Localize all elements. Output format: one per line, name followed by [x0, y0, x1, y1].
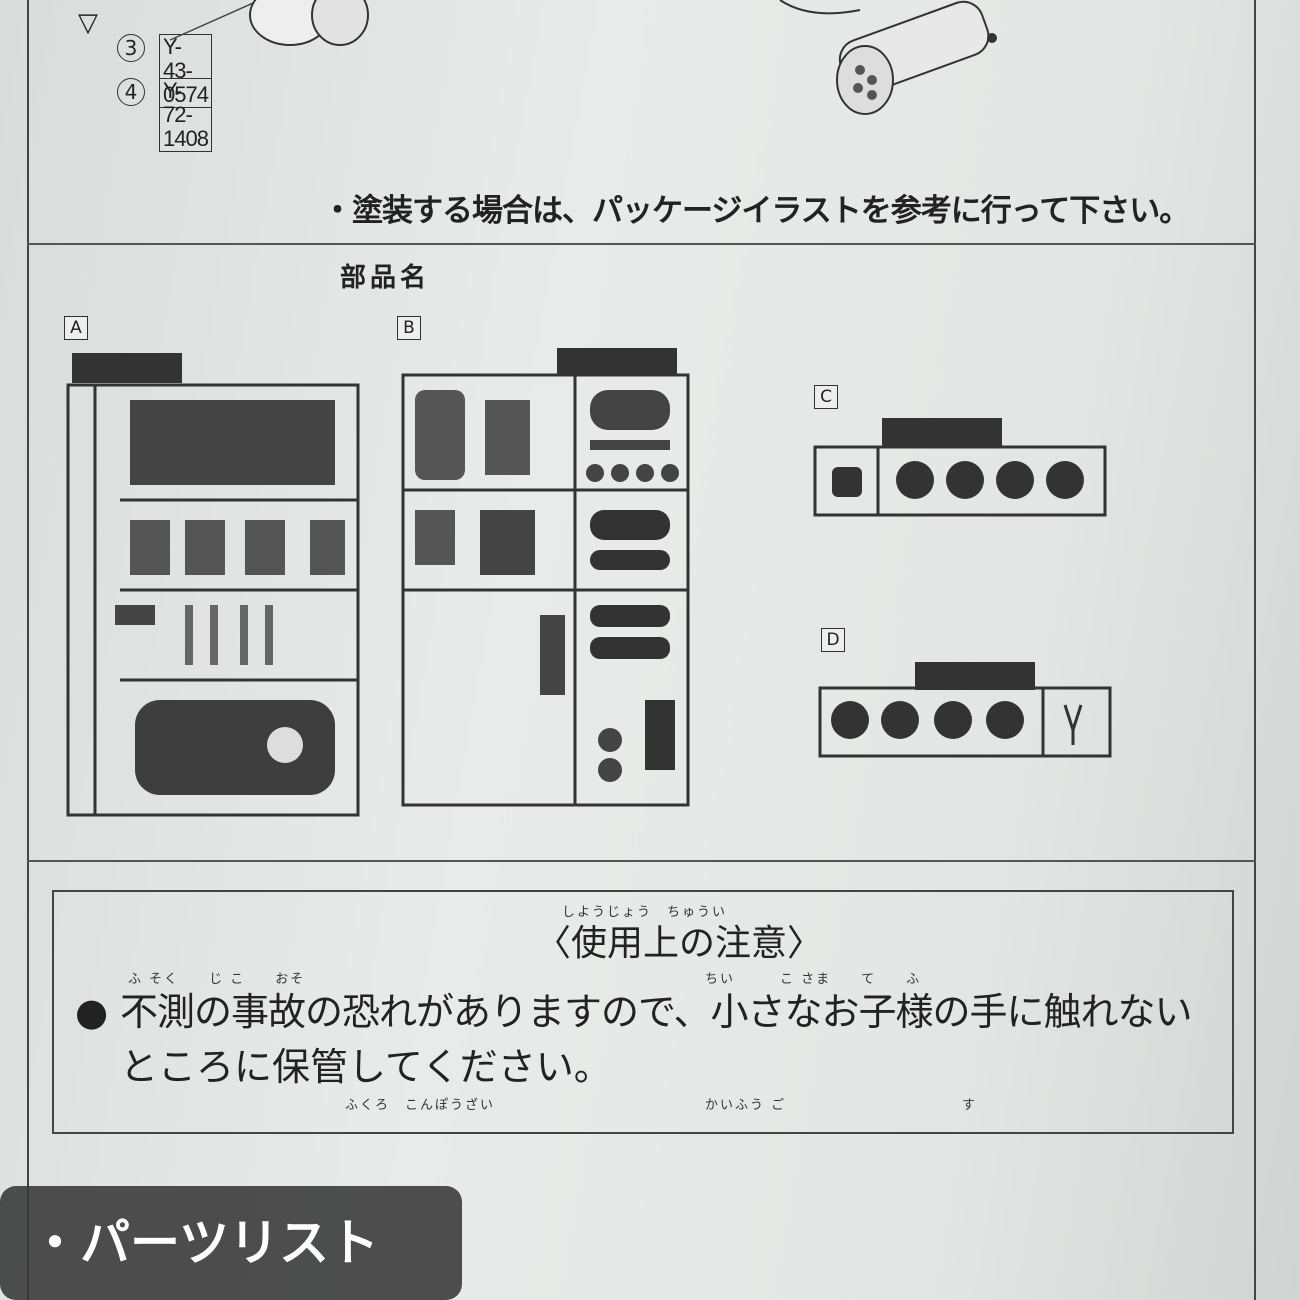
- caution-line-2: ところに保管してください。: [120, 1045, 612, 1089]
- vehicle-illustration: [169, 0, 997, 115]
- caution-ruby: す: [962, 1098, 978, 1113]
- sprue-label-d: D: [821, 628, 845, 652]
- sprue-a-drawing: [66, 353, 360, 817]
- triangle-marker-icon: ▽: [78, 8, 98, 38]
- part-code: Y-43-0574: [159, 34, 212, 108]
- divider-top: [27, 243, 1256, 245]
- caution-ruby: かいふう ご: [705, 1098, 787, 1113]
- sprue-b-drawing: [401, 348, 690, 807]
- parts-title: 部品名: [340, 263, 431, 293]
- sprue-d-drawing: [818, 662, 1112, 758]
- sprue-c-drawing: [813, 418, 1107, 517]
- parts-list-label: ・パーツリスト: [0, 1186, 462, 1300]
- right-border: [1254, 0, 1256, 1300]
- divider-bottom: [27, 860, 1256, 862]
- caution-ruby: ちい こ さま て ふ: [705, 972, 922, 987]
- paint-note: ・塗装する場合は、パッケージイラストを参考に行って下さい。: [322, 193, 1190, 229]
- caution-line-1: 不測の事故の恐れがありますので、小さなお子様の手に触れない: [120, 990, 1192, 1034]
- caution-title: 〈使用上の注意〉: [535, 923, 824, 964]
- bullet-icon: ●: [75, 990, 109, 1034]
- left-border: [27, 0, 29, 1300]
- caution-box: [52, 890, 1234, 1134]
- part-index: 3: [117, 34, 145, 62]
- sprue-label-b: B: [397, 316, 421, 340]
- part-index: 4: [117, 78, 145, 106]
- sprue-label-c: C: [814, 385, 838, 409]
- caution-ruby: ふ そく じ こ おそ: [128, 972, 306, 987]
- sprue-label-a: A: [64, 316, 88, 340]
- part-code: Y-72-1408: [159, 78, 212, 152]
- caution-title-ruby: しようじょう ちゅうい: [562, 905, 728, 920]
- caution-ruby: ふくろ こんぽうざい: [345, 1098, 496, 1113]
